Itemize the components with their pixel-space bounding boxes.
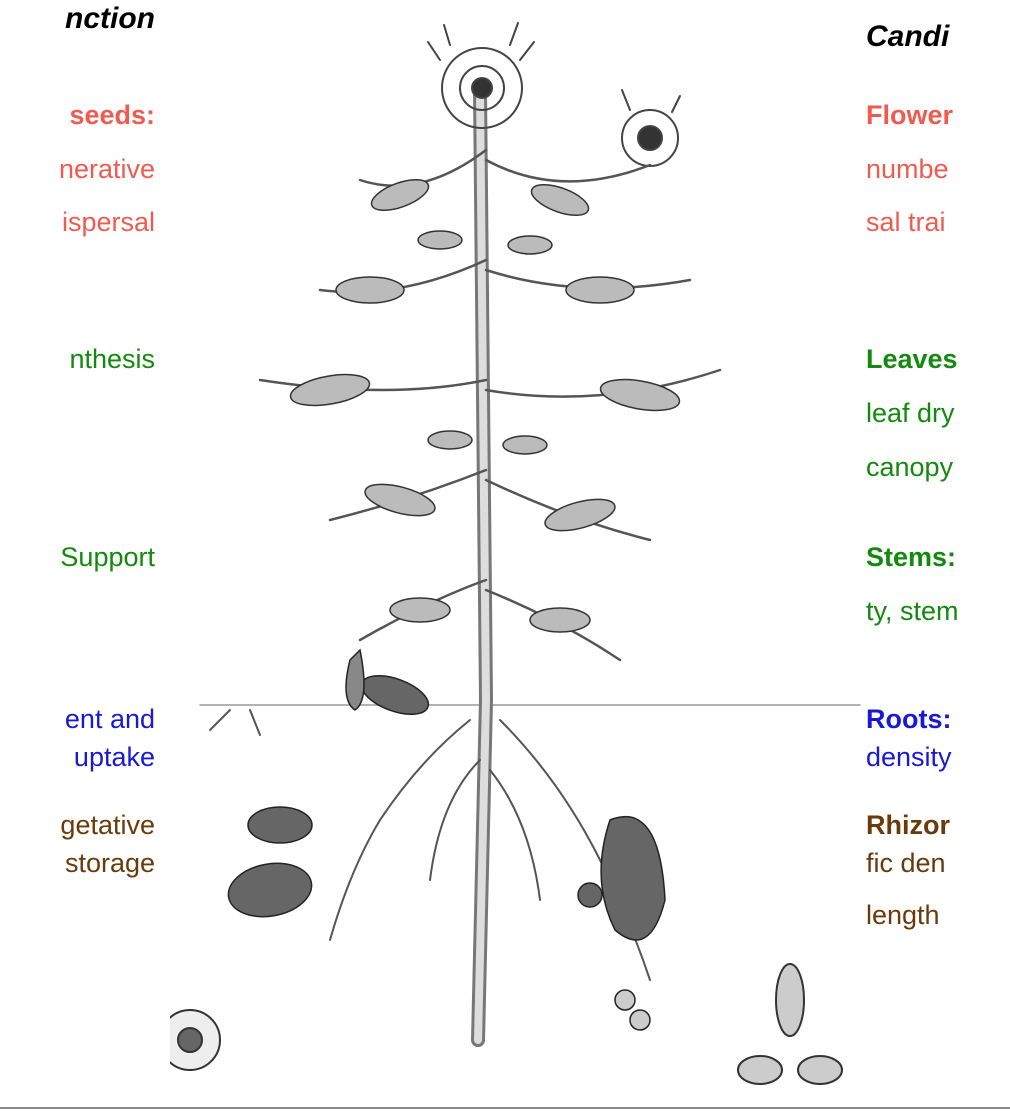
leaves-line-2: canopy <box>866 450 953 484</box>
plant-engraving-illustration <box>170 0 870 1113</box>
flowers-line-1: numbe <box>866 152 949 186</box>
seeds-line-1: nerative <box>59 152 155 186</box>
bottom-divider <box>0 1107 1010 1109</box>
flower-icon-2 <box>622 90 680 166</box>
candidate-heading: Candi <box>866 20 949 54</box>
stems-function-text: Support <box>60 540 155 574</box>
rhizome-title: Rhizor <box>866 808 950 842</box>
stems-title: Stems: <box>866 540 956 574</box>
seeds-line-2: ispersal <box>62 205 155 239</box>
roots-line-1: density <box>866 740 952 774</box>
bottom-flower-icon <box>170 1010 220 1070</box>
function-heading: nction <box>65 2 155 36</box>
rhizome-tubers <box>224 650 665 1030</box>
rhizome-function-line-2: storage <box>65 846 155 880</box>
roots-system <box>210 710 650 980</box>
bulb-icon <box>738 964 842 1084</box>
seeds-title: seeds: <box>69 98 155 132</box>
leaves-title: Leaves <box>866 342 958 376</box>
flowers-line-2: sal trai <box>866 205 946 239</box>
flowers-title: Flower <box>866 98 953 132</box>
leaves-function-text: nthesis <box>69 342 155 376</box>
rhizome-function-line-1: getative <box>60 808 155 842</box>
roots-title: Roots: <box>866 702 951 736</box>
leaves-line-1: leaf dry <box>866 396 955 430</box>
roots-function-line-1: ent and <box>65 702 155 736</box>
roots-function-line-2: uptake <box>74 740 155 774</box>
stems-line-1: ty, stem <box>866 594 959 628</box>
rhizome-line-2: length <box>866 898 940 932</box>
rhizome-line-1: fic den <box>866 846 946 880</box>
